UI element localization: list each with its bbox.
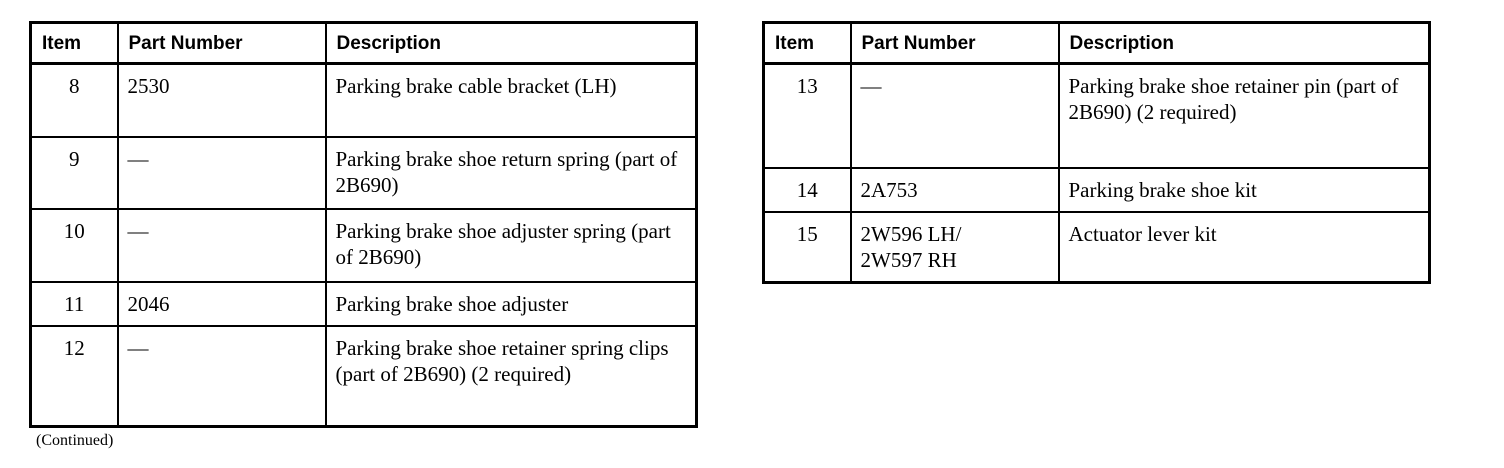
continued-note: (Continued) [36, 432, 114, 449]
cell-item: 15 [762, 210, 852, 284]
cell-part-number: 2530 [116, 62, 327, 138]
cell-part-number: — [849, 62, 1060, 169]
column-header-part-number: Part Number [116, 21, 327, 65]
table-row: 15 2W596 LH/ 2W597 RH Actuator lever kit [762, 210, 1431, 284]
table-row: 10 — Parking brake shoe adjuster spring … [29, 207, 698, 283]
table-row: 8 2530 Parking brake cable bracket (LH) [29, 62, 698, 138]
cell-description: Parking brake shoe retainer spring clips… [324, 324, 698, 428]
cell-item: 14 [762, 166, 852, 213]
cell-description: Parking brake shoe kit [1057, 166, 1431, 213]
table-row: 14 2A753 Parking brake shoe kit [762, 166, 1431, 213]
cell-description: Parking brake shoe return spring (part o… [324, 135, 698, 210]
cell-description: Parking brake shoe adjuster spring (part… [324, 207, 698, 283]
table-row: 11 2046 Parking brake shoe adjuster [29, 280, 698, 327]
column-header-item: Item [762, 21, 852, 65]
table-row: 12 — Parking brake shoe retainer spring … [29, 324, 698, 428]
cell-part-number: — [116, 324, 327, 428]
parts-table-left: Item Part Number Description 8 2530 Park… [29, 21, 698, 428]
cell-description: Parking brake shoe adjuster [324, 280, 698, 327]
table-header-right: Item Part Number Description [762, 21, 1431, 65]
header-row: Item Part Number Description [29, 21, 698, 65]
table-row: 13 — Parking brake shoe retainer pin (pa… [762, 62, 1431, 169]
parts-table-right: Item Part Number Description 13 — Parkin… [762, 21, 1431, 284]
table-row: 9 — Parking brake shoe return spring (pa… [29, 135, 698, 210]
table-body-right: 13 — Parking brake shoe retainer pin (pa… [762, 62, 1431, 284]
column-header-description: Description [324, 21, 698, 65]
cell-description: Parking brake shoe retainer pin (part of… [1057, 62, 1431, 169]
cell-description: Actuator lever kit [1057, 210, 1431, 284]
cell-item: 10 [29, 207, 119, 283]
cell-part-number: 2046 [116, 280, 327, 327]
cell-item: 11 [29, 280, 119, 327]
header-row: Item Part Number Description [762, 21, 1431, 65]
cell-part-number: — [116, 135, 327, 210]
cell-part-number: 2A753 [849, 166, 1060, 213]
cell-item: 12 [29, 324, 119, 428]
table-body-left: 8 2530 Parking brake cable bracket (LH) … [29, 62, 698, 428]
cell-item: 9 [29, 135, 119, 210]
column-header-description: Description [1057, 21, 1431, 65]
cell-item: 13 [762, 62, 852, 169]
column-header-part-number: Part Number [849, 21, 1060, 65]
cell-description: Parking brake cable bracket (LH) [324, 62, 698, 138]
cell-part-number: — [116, 207, 327, 283]
cell-part-number: 2W596 LH/ 2W597 RH [849, 210, 1060, 284]
column-header-item: Item [29, 21, 119, 65]
cell-item: 8 [29, 62, 119, 138]
table-header-left: Item Part Number Description [29, 21, 698, 65]
